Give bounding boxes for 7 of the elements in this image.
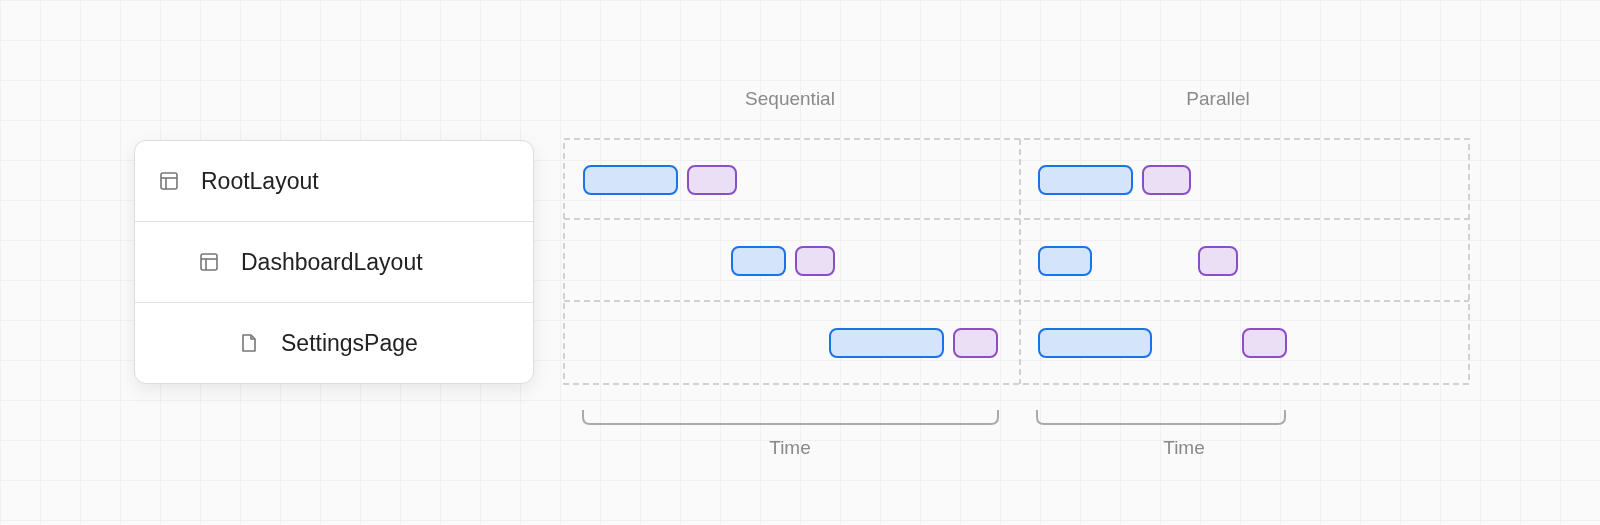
component-name: RootLayout (201, 167, 319, 195)
axis-label: Time (1163, 437, 1205, 459)
column-heading: Parallel (1186, 88, 1250, 110)
axis-label: Time (769, 437, 811, 459)
component-name: SettingsPage (281, 329, 418, 357)
column-heading: Sequential (745, 88, 835, 110)
component-name: DashboardLayout (241, 248, 423, 276)
